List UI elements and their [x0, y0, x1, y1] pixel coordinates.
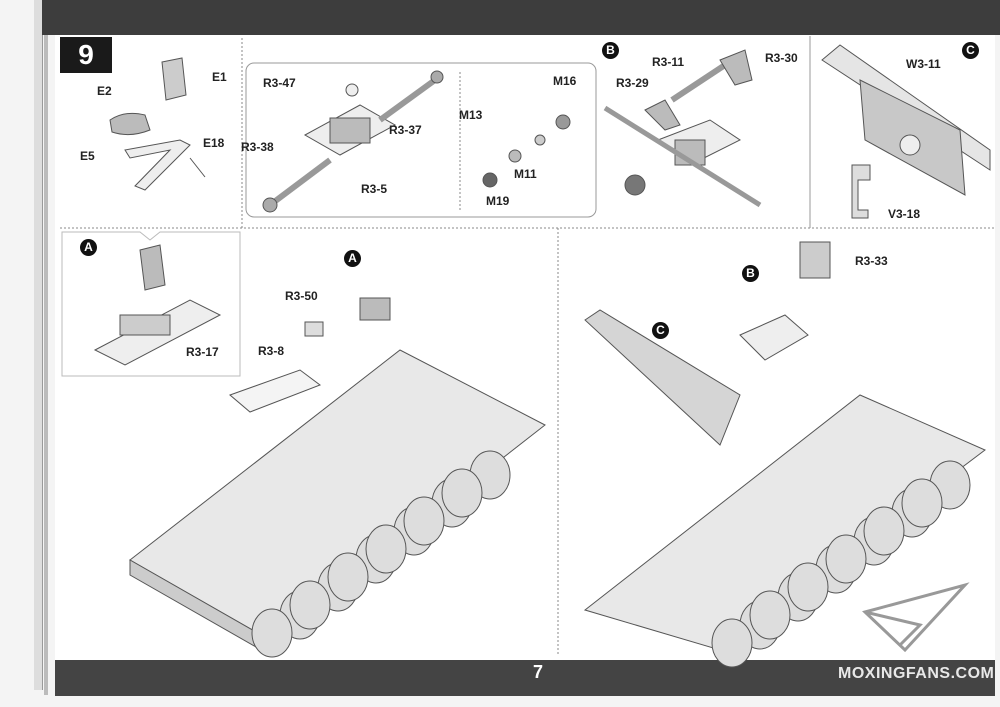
subassembly-marker-b: B: [742, 265, 759, 282]
page-binding-edge: [44, 35, 48, 695]
subassembly-marker-c: C: [652, 322, 669, 339]
subassembly-marker-b: B: [602, 42, 619, 59]
part-label: R3-29: [616, 76, 649, 90]
part-label: M11: [514, 167, 537, 181]
step-number: 9: [60, 37, 112, 73]
part-label: R3-33: [855, 254, 888, 268]
road-wheel: [403, 496, 445, 546]
part-label: E1: [212, 70, 227, 84]
page-number: 7: [533, 662, 544, 682]
road-wheel: [289, 580, 331, 630]
part-label: M19: [486, 194, 510, 208]
road-wheel: [863, 506, 905, 556]
part-label: V3-18: [888, 207, 921, 221]
footer-bar: [55, 660, 995, 696]
subassembly-marker-a: A: [80, 239, 97, 256]
part-label: R3-11: [652, 55, 685, 69]
road-wheel: [749, 590, 791, 640]
road-wheel: [327, 552, 369, 602]
road-wheel: [711, 618, 753, 668]
part-label: E2: [97, 84, 112, 98]
road-wheel: [365, 524, 407, 574]
header-bar: [42, 0, 1000, 35]
part-label: W3-11: [906, 57, 941, 71]
road-wheel: [825, 534, 867, 584]
part-label: M16: [553, 74, 577, 88]
part-label: R3-8: [258, 344, 285, 358]
road-wheel: [251, 608, 293, 658]
subassembly-marker-a: A: [344, 250, 361, 267]
subassembly-marker-c: C: [962, 42, 979, 59]
part-label: E5: [80, 149, 95, 163]
part-label: R3-47: [263, 76, 296, 90]
watermark-text: MOXINGFANS.COM: [838, 665, 995, 682]
part-label: M13: [459, 108, 483, 122]
part-label: E18: [203, 136, 225, 150]
page-binding-edge: [34, 0, 43, 690]
road-wheel: [441, 468, 483, 518]
road-wheel: [901, 478, 943, 528]
part-label: R3-5: [361, 182, 388, 196]
road-wheel: [787, 562, 829, 612]
part-label: R3-37: [389, 123, 422, 137]
part-label: R3-38: [241, 140, 274, 154]
part-label: R3-30: [765, 51, 798, 65]
part-label: R3-17: [186, 345, 219, 359]
part-label: R3-50: [285, 289, 318, 303]
